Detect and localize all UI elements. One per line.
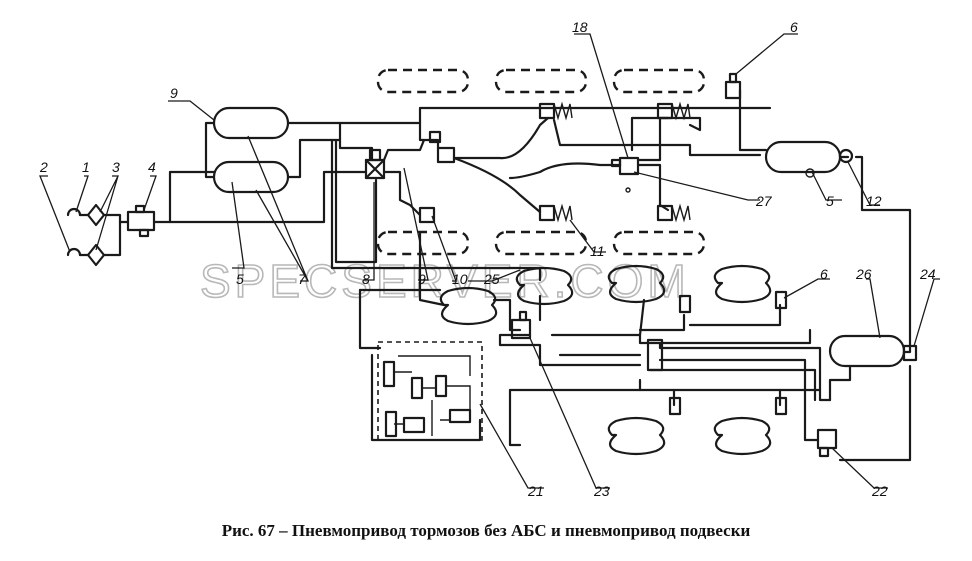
position-labels: 2 1 3 4 9 5 7 8 9 10 25 18 6 27 5 12 11 … <box>39 19 936 499</box>
pressure-regulator <box>126 210 156 232</box>
control-module-21 <box>377 341 483 441</box>
valves <box>364 72 918 458</box>
valve-bottom-b <box>774 396 788 416</box>
relay-valve-front <box>436 146 456 164</box>
valve-bottom-a <box>668 396 682 416</box>
label-23: 23 <box>593 483 610 499</box>
relay-valve-18 <box>618 156 640 176</box>
air-supply-unit <box>66 170 368 267</box>
label-6-top: 6 <box>790 19 798 35</box>
label-4: 4 <box>148 159 156 175</box>
label-11: 11 <box>590 243 605 259</box>
receivers <box>212 106 906 368</box>
leader-lines <box>39 33 940 489</box>
valve-12 <box>838 148 854 164</box>
label-12: 12 <box>866 193 882 209</box>
label-5-right: 5 <box>826 193 834 209</box>
label-6-mid: 6 <box>820 266 828 282</box>
label-3: 3 <box>112 159 120 175</box>
figure-caption: Рис. 67 – Пневмопривод тормозов без АБС … <box>221 521 751 540</box>
valve-22 <box>816 428 838 450</box>
modulator-valve <box>418 206 436 224</box>
valve-6-top <box>724 80 742 100</box>
label-25: 25 <box>483 271 500 287</box>
valve-block-right <box>646 338 664 372</box>
label-9-bottom: 9 <box>418 271 426 287</box>
receiver-5-right <box>764 140 842 174</box>
label-5-left: 5 <box>236 271 244 287</box>
main-lines <box>204 88 912 462</box>
label-10: 10 <box>452 271 468 287</box>
watermark: SPECSERVER.COM <box>200 255 690 307</box>
valve-6-mid-b <box>774 290 788 310</box>
receiver-5-left <box>212 160 290 194</box>
label-1: 1 <box>82 159 90 175</box>
label-22: 22 <box>871 483 888 499</box>
valve-6-mid-a <box>678 294 692 314</box>
label-18: 18 <box>572 19 588 35</box>
label-27: 27 <box>755 193 773 209</box>
label-21: 21 <box>527 483 544 499</box>
receiver-26 <box>828 334 906 368</box>
air-bellows <box>439 264 772 456</box>
brake-chambers <box>538 101 691 223</box>
label-2: 2 <box>39 159 48 175</box>
wheel-outlines <box>376 68 706 256</box>
label-9-top: 9 <box>170 85 178 101</box>
label-8: 8 <box>362 271 370 287</box>
label-24: 24 <box>919 266 936 282</box>
receiver-9 <box>212 106 290 140</box>
label-7: 7 <box>298 271 307 287</box>
valve-24 <box>902 344 918 362</box>
label-26: 26 <box>855 266 872 282</box>
